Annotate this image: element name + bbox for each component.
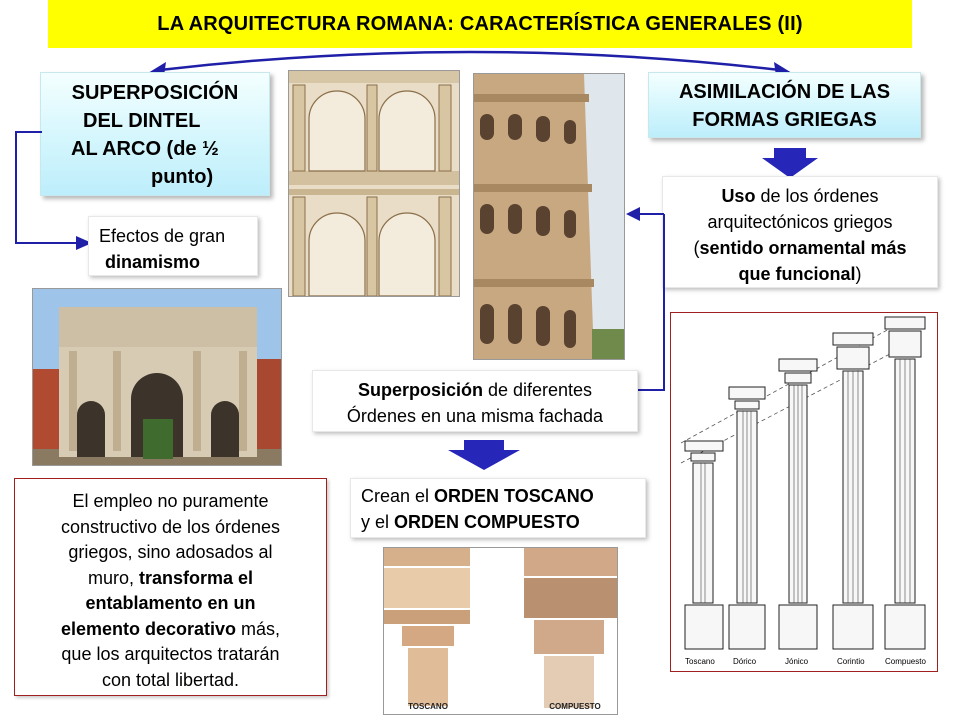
superposicion-text: de diferentes [482, 380, 593, 400]
heading-line: DEL DINTEL [83, 110, 201, 132]
uso-line-2: arquitectónicos griegos [707, 212, 893, 232]
crean-bold-2: ORDEN COMPUESTO [394, 512, 580, 532]
capital-caption-toscano: TOSCANO [408, 702, 448, 711]
empleo-line: griegos, sino adosados al [68, 542, 273, 562]
uso-paren-close: ) [855, 264, 862, 284]
elbow-arrow-icon [15, 131, 92, 250]
effects-bold: dinamismo [105, 252, 201, 272]
uso-ordenes-box: Uso de los órdenes arquitectónicos grieg… [662, 176, 938, 288]
empleo-bold: elemento decorativo [60, 618, 237, 639]
uso-line-4: que funcional) [667, 261, 933, 287]
uso-line-3: (sentido ornamental más [667, 235, 933, 261]
crean-line-2: y el ORDEN COMPUESTO [361, 509, 635, 535]
superposicion-box: Superposición de diferentes Órdenes en u… [312, 370, 638, 432]
superposicion-line-1: Superposición de diferentes [321, 377, 629, 403]
effects-box: Efectos de gran dinamismo [88, 216, 258, 276]
crean-text-2: y el [361, 512, 395, 532]
order-caption-corintio: Corintio [837, 657, 865, 666]
elbow-arrow-icon [626, 207, 665, 391]
crean-bold-1: ORDEN TOSCANO [434, 486, 594, 506]
superposicion-bold: Superposición [357, 380, 483, 400]
empleo-line: con total libertad. [101, 669, 240, 690]
heading-line: SUPERPOSICIÓN [71, 82, 239, 104]
order-caption-dorico: Dórico [733, 657, 757, 666]
classical-orders-drawing: Toscano Dórico Jónico Corintio Compuesto [670, 312, 938, 672]
empleo-text: más, [236, 618, 281, 639]
arch-constantine-photo [32, 288, 282, 466]
order-caption-compuesto: Compuesto [885, 657, 926, 666]
arches-drawing-image [288, 70, 460, 297]
empleo-line: que los arquitectos tratarán [61, 644, 280, 664]
empleo-line: constructivo de los órdenes [60, 516, 281, 537]
heading-line: punto) [151, 166, 214, 188]
heading-line: ASIMILACIÓN DE LAS [678, 81, 891, 103]
crean-line-1: Crean el ORDEN TOSCANO [361, 483, 635, 509]
empleo-line: muro, transforma el [21, 566, 320, 592]
empleo-line: El empleo no puramente [72, 491, 269, 511]
uso-bold: Uso [721, 186, 756, 206]
uso-bold-2: sentido ornamental más [699, 238, 907, 258]
uso-paren-open: ( [693, 238, 700, 258]
uso-bold-3: que funcional [738, 264, 856, 284]
crean-ordenes-box: Crean el ORDEN TOSCANO y el ORDEN COMPUE… [350, 478, 646, 538]
heading-line: AL ARCO (de ½ [71, 138, 219, 160]
empleo-text: muro, [87, 567, 139, 588]
empleo-line: elemento decorativo más, [21, 617, 320, 643]
effects-line: Efectos de gran [99, 226, 226, 246]
page-title: LA ARQUITECTURA ROMANA: CARACTERÍSTICA G… [48, 0, 912, 48]
superposicion-line-2: Órdenes en una misma fachada [346, 406, 604, 426]
empleo-box: El empleo no puramente constructivo de l… [14, 478, 327, 696]
heading-superposicion-dintel: SUPERPOSICIÓN DEL DINTEL AL ARCO (de ½ p… [40, 72, 270, 196]
empleo-bold: transforma el [138, 567, 254, 588]
empleo-line: entablamento en un [85, 593, 256, 613]
uso-text: de los órdenes [755, 186, 879, 206]
uso-line-1: Uso de los órdenes [667, 183, 933, 209]
down-arrow-icon [448, 440, 520, 470]
heading-asimilacion-griegas: ASIMILACIÓN DE LAS FORMAS GRIEGAS [648, 72, 921, 138]
capitals-image: TOSCANO COMPUESTO [383, 547, 618, 715]
capital-caption-compuesto: COMPUESTO [549, 702, 601, 711]
heading-line: FORMAS GRIEGAS [692, 109, 877, 131]
down-arrow-icon [762, 148, 818, 178]
order-caption-toscano: Toscano [685, 657, 715, 666]
order-caption-jonico: Jónico [785, 657, 809, 666]
colosseum-photo [473, 73, 625, 360]
crean-text: Crean el [361, 486, 435, 506]
